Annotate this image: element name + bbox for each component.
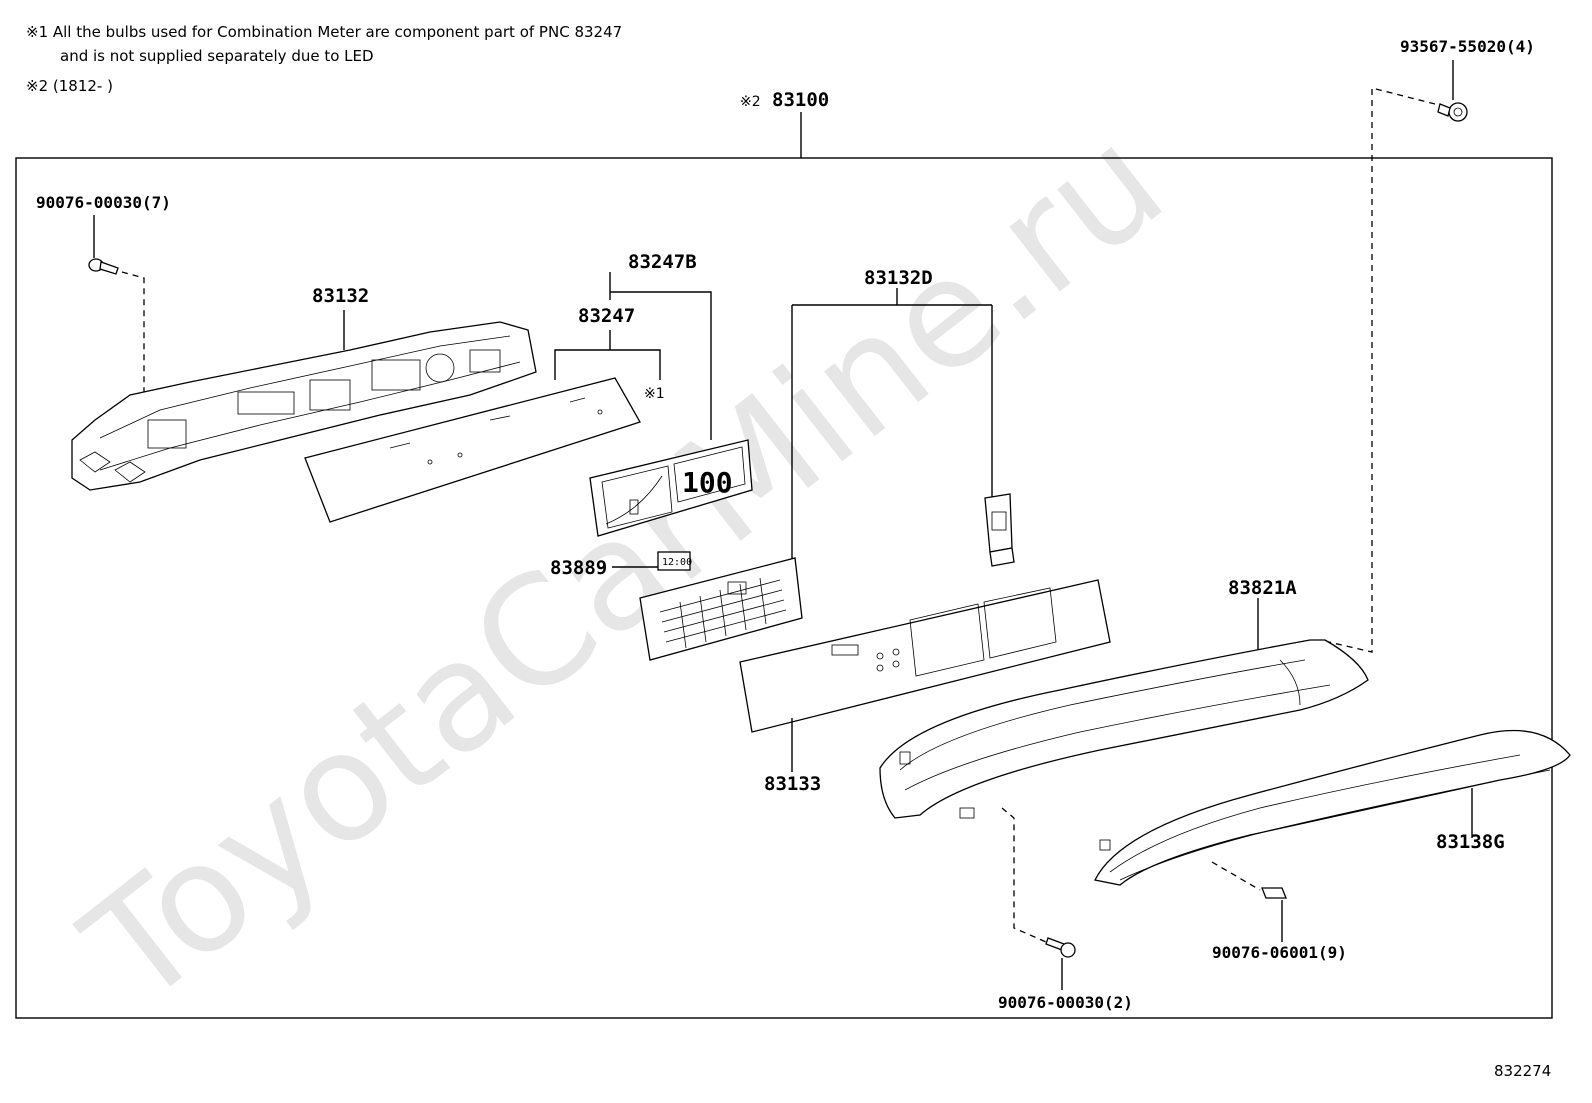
- holder-right-part: [984, 493, 1015, 567]
- holder-left-part: [639, 557, 803, 661]
- lens-number: 83821A: [1228, 577, 1297, 599]
- holder-group-number: 83132D: [864, 267, 933, 289]
- board-number: 83133: [764, 773, 821, 795]
- glass-part: [1094, 729, 1571, 886]
- bolt-dash-line: [1319, 87, 1436, 653]
- bolt-number: 93567-55020(4): [1400, 37, 1535, 56]
- diagram-id: 832274: [1494, 1062, 1551, 1080]
- clip-dash: [1211, 861, 1261, 891]
- clip-icon: [1261, 887, 1287, 899]
- screw-icon: [1045, 937, 1076, 958]
- holder-group-bracket: [791, 288, 993, 560]
- glass-number: 83138G: [1436, 831, 1505, 853]
- plate-group-bracket: [609, 272, 712, 440]
- note-1-line-1: ※1 All the bulbs used for Combination Me…: [26, 23, 623, 41]
- bolt-icon: [1437, 102, 1468, 122]
- case-part: [71, 321, 537, 491]
- lens-part: [879, 639, 1369, 819]
- screw-bottom-dash: [1001, 807, 1047, 943]
- circuit-board-part: [739, 579, 1111, 733]
- plate-number: 83247: [578, 305, 635, 327]
- assembly-frame: [15, 157, 1553, 1019]
- screw-tl-number: 90076-00030(7): [36, 193, 171, 212]
- clock-display-number: 83889: [550, 557, 607, 579]
- gauge-text: 100: [682, 466, 733, 499]
- screw-icon: [88, 258, 119, 275]
- ref-note1: ※1: [644, 386, 665, 402]
- clock-display-text: 12:00: [662, 557, 692, 568]
- plate-group-number: 83247B: [628, 251, 697, 273]
- screw-bottom-number: 90076-00030(2): [998, 993, 1133, 1012]
- case-number: 83132: [312, 285, 369, 307]
- assembly-prefix: ※2: [740, 94, 761, 110]
- assembly-number: 83100: [772, 89, 829, 111]
- clip-number: 90076-06001(9): [1212, 943, 1347, 962]
- gauge-panel-part: 100: [589, 439, 753, 537]
- circuit-plate-part: [304, 377, 641, 523]
- note-2: ※2 (1812- ): [26, 77, 113, 95]
- note-1-line-2: and is not supplied separately due to LE…: [60, 47, 374, 65]
- clock-display-part: 12:00: [657, 551, 692, 571]
- plate-bracket: [554, 330, 661, 380]
- screw-tl-dash: [121, 271, 145, 420]
